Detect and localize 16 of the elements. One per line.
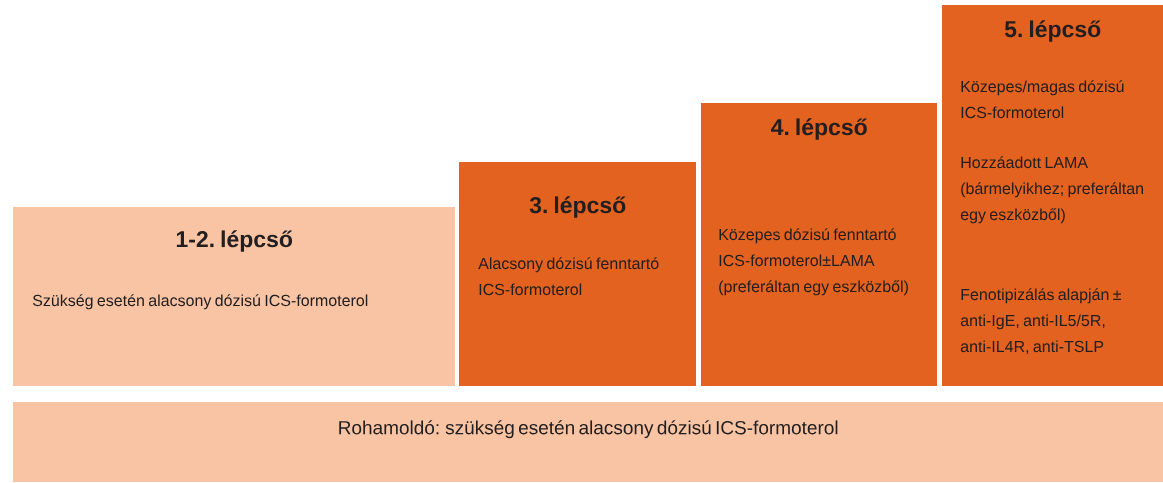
step-box: [701, 103, 937, 386]
step-heading: 5. lépcső: [1004, 20, 1101, 42]
step-box: [459, 162, 696, 386]
step-heading: 1-2. lépcső: [176, 230, 293, 252]
step-text: Hozzáadott LAMA (bármelyikhez; preferáltan egy eszközből): [960, 156, 1143, 224]
step-text: Alacsony dózisú fenntartó ICS-formoterol: [478, 257, 659, 296]
step-box: [13, 207, 455, 386]
reliever-band: [13, 402, 1163, 482]
step-box: [942, 5, 1163, 386]
step-text: Fenotipizálás alapján ± anti-IgE, anti-IL5/5R, anti-IL4R, anti-TSLP: [960, 288, 1121, 354]
step-heading: 3. lépcső: [529, 196, 626, 218]
step-heading: 4. lépcső: [771, 118, 867, 140]
step-text: Közepes/magas dózisú ICS-formoterol: [961, 80, 1124, 119]
step-text: Közepes dózisú fenntartó ICS-formoterol±LAMA (preferáltan egy eszközből): [719, 228, 908, 296]
reliever-text: Rohamoldó: szükség esetén alacsony dózisú ICS-formoterol: [339, 420, 838, 439]
step-text: Szükség esetén alacsony dózisú ICS-formoterol: [32, 294, 368, 310]
